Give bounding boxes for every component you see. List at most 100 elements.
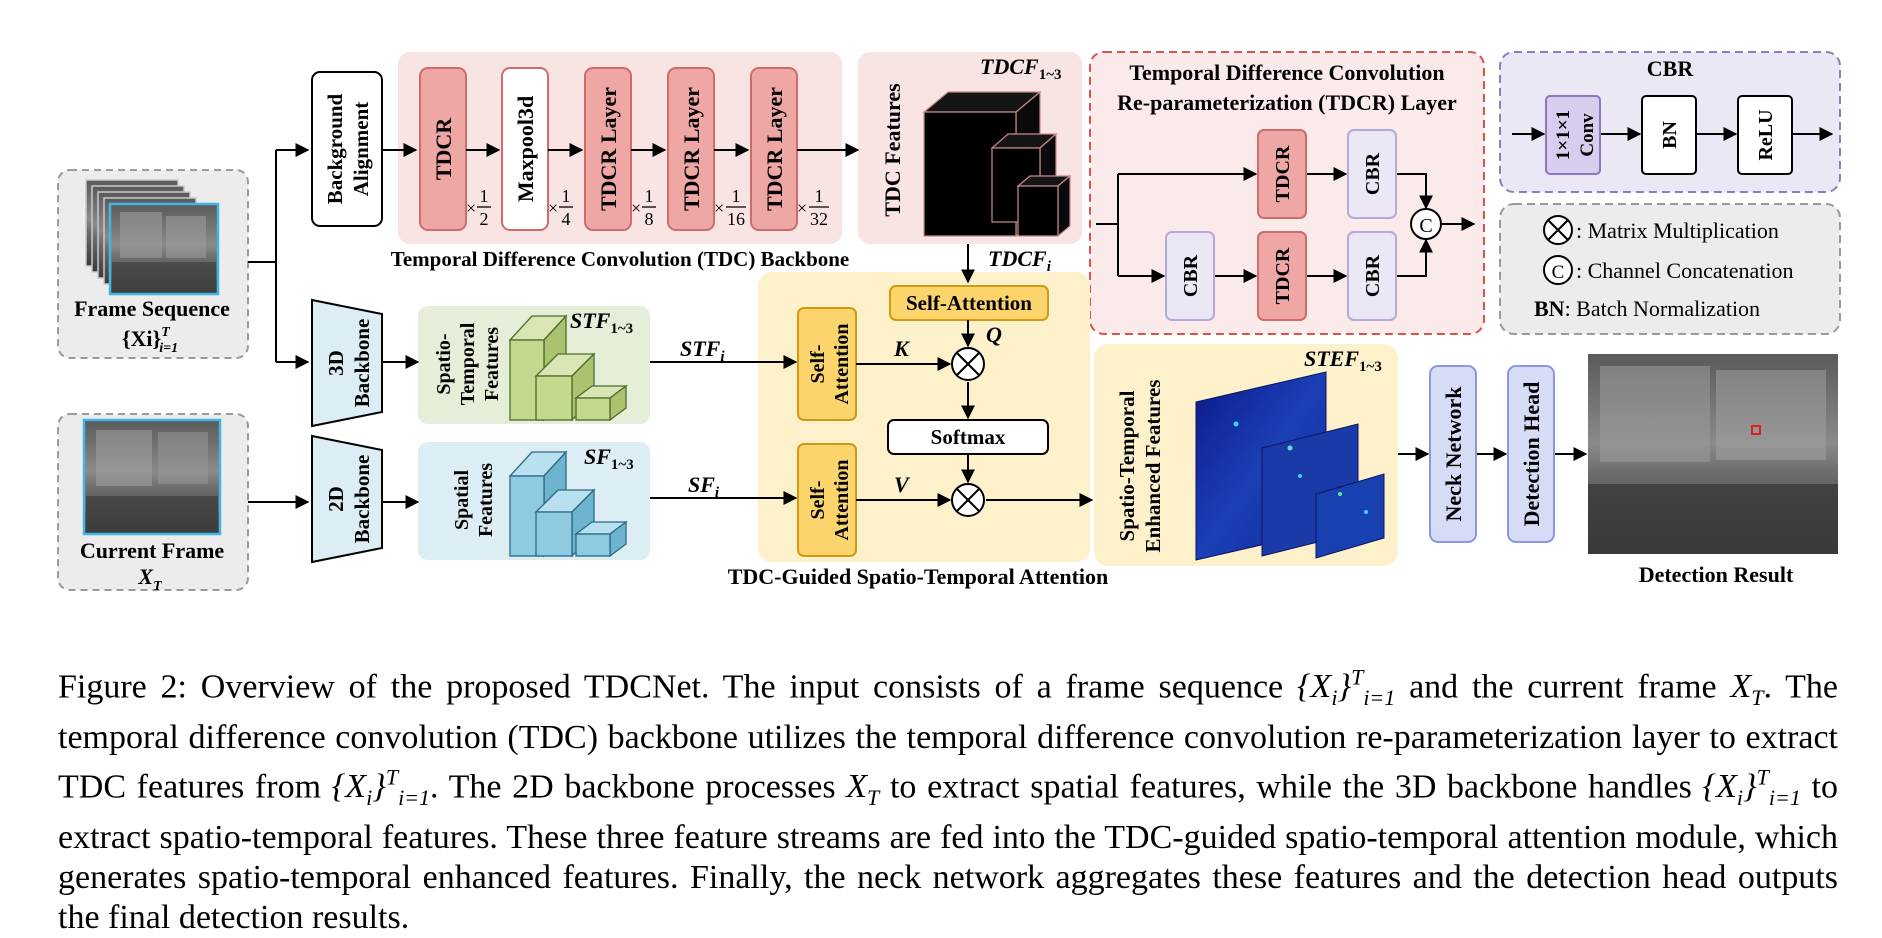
svg-text:1: 1: [732, 186, 741, 206]
svg-text:×: ×: [466, 198, 476, 218]
scale-factor-1: × 1 2: [466, 186, 491, 229]
legend-bn: BN: Batch Normalization: [1534, 296, 1760, 321]
matmul-icon-1: [951, 347, 985, 381]
tdcr-panel-tdcr-top: [1257, 129, 1307, 219]
tdcr-panel-cbr-bottom: [1347, 231, 1397, 321]
figure-caption: Figure 2: Overview of the proposed TDCNe…: [58, 665, 1839, 937]
background-alignment-label: BackgroundAlignment: [323, 93, 373, 204]
detection-head-label: Detection Head: [1519, 382, 1544, 527]
svg-text:×: ×: [797, 198, 807, 218]
svg-text:1: 1: [562, 186, 571, 206]
tdc-backbone-caption: Temporal Difference Convolution (TDC) Ba…: [391, 247, 850, 271]
current-frame-label: Current Frame: [80, 538, 225, 563]
svg-text:×: ×: [631, 198, 641, 218]
tdc-feature-cubes: [922, 90, 1072, 238]
q-label: Q: [986, 322, 1002, 347]
stef-label: STEF1~3: [1304, 346, 1382, 375]
legend-matrix: : Matrix Multiplication: [1576, 218, 1779, 243]
detection-result-image: [1588, 354, 1838, 554]
tdcr-layer-block-3-label: TDCR Layer: [762, 87, 787, 211]
svg-text:4: 4: [562, 209, 571, 229]
self-attention-sf-label: Self-Attention: [807, 459, 853, 540]
scale-factor-4: × 1 16: [714, 186, 746, 229]
detection-result-label: Detection Result: [1639, 562, 1794, 587]
cbr-relu-box: [1737, 95, 1793, 175]
tdcr-panel-wires: [1096, 167, 1476, 283]
backbone-3d-label: 3DBackbone: [324, 319, 374, 408]
cbr-conv-box: [1545, 95, 1601, 175]
svg-text:×: ×: [714, 198, 724, 218]
attention-caption: TDC-Guided Spatio-Temporal Attention: [728, 564, 1109, 589]
svg-text:32: 32: [810, 209, 828, 229]
self-attention-top-label: Self-Attention: [906, 291, 1032, 315]
tdcr-panel-title-2: Re-parameterization (TDCR) Layer: [1117, 90, 1457, 115]
detection-head-box: [1507, 365, 1555, 543]
tdcr-panel-cbr-left: [1165, 231, 1215, 321]
legend-concat-glyph: C: [1552, 262, 1565, 283]
tdcf-i-label: TDCFi: [988, 246, 1052, 275]
self-attention-stf-label: Self-Attention: [807, 323, 853, 404]
backbone-2d-box: [311, 434, 383, 564]
cbr-relu-label: ReLU: [1755, 109, 1777, 160]
tdcr-panel-cbr-top-label: CBR: [1362, 152, 1384, 195]
maxpool-block-label: Maxpool3d: [513, 96, 538, 202]
current-frame-image: [82, 418, 222, 536]
stef-feature-maps: [1195, 371, 1385, 561]
softmax-label: Softmax: [931, 425, 1006, 449]
input-routing-arrows: [248, 143, 310, 509]
scale-factor-2: × 1 4: [548, 186, 573, 229]
tdcr-panel-tdcr-bottom-label: TDCR: [1272, 247, 1294, 304]
tdcr-block-label: TDCR: [431, 117, 456, 180]
spatio-temporal-cubes: [508, 314, 628, 422]
legend-concat-icon: [1543, 255, 1573, 285]
neck-network-box: [1429, 365, 1477, 543]
tdcf-label: TDCF1~3: [980, 54, 1062, 83]
svg-text:16: 16: [727, 209, 745, 229]
backbone-3d-box: [311, 298, 383, 428]
cbr-bn-box: [1641, 95, 1697, 175]
matmul-icon-2: [951, 483, 985, 517]
tdc-backbone-chain: TDCR Maxpool3d TDCR Layer TDCR Layer TDC…: [419, 67, 860, 231]
concat-icon: [1410, 208, 1442, 240]
stef-features-label: Spatio-TemporalEnhanced Features: [1115, 380, 1165, 553]
legend-panel: [1499, 203, 1841, 335]
sf-label: SF1~3: [584, 444, 634, 473]
tdcr-panel-tdcr-top-label: TDCR: [1272, 145, 1294, 202]
stf-label: STF1~3: [570, 308, 633, 337]
backbone-2d-label: 2DBackbone: [324, 455, 374, 544]
tdcr-panel-tdcr-bottom: [1257, 231, 1307, 321]
svg-text:1: 1: [480, 186, 489, 206]
tdcr-layer-block-1-label: TDCR Layer: [596, 87, 621, 211]
neck-network-label: Neck Network: [1441, 386, 1466, 522]
frame-stack-image: [85, 179, 220, 296]
concat-icon-glyph: C: [1419, 215, 1432, 237]
feature-stream-arrows: [650, 355, 798, 505]
legend-concat: : Channel Concatenation: [1576, 258, 1794, 283]
tdcr-layer-block-2-label: TDCR Layer: [679, 87, 704, 211]
svg-text:2: 2: [480, 209, 489, 229]
svg-text:8: 8: [645, 209, 654, 229]
tdcr-panel-cbr-bottom-label: CBR: [1362, 254, 1384, 297]
svg-text:1: 1: [645, 186, 654, 206]
svg-text:1: 1: [815, 186, 824, 206]
svg-text:×: ×: [548, 198, 558, 218]
spatial-cubes: [508, 450, 628, 558]
current-frame-math: XT: [137, 564, 163, 594]
k-label: K: [893, 336, 910, 361]
tdcr-panel-cbr-top: [1347, 129, 1397, 219]
cbr-bn-label: BN: [1659, 121, 1681, 149]
v-label: V: [894, 472, 911, 497]
cbr-panel-title: CBR: [1647, 56, 1695, 81]
attention-wires: [856, 320, 1094, 507]
tdcr-panel-cbr-left-label: CBR: [1180, 254, 1202, 297]
frame-sequence-label: Frame Sequence: [74, 296, 230, 321]
sf-i-label: SFi: [688, 472, 720, 501]
tdcr-panel-title-1: Temporal Difference Convolution: [1129, 60, 1444, 85]
stf-i-label: STFi: [680, 336, 725, 365]
scale-factor-5: × 1 32: [797, 186, 829, 229]
